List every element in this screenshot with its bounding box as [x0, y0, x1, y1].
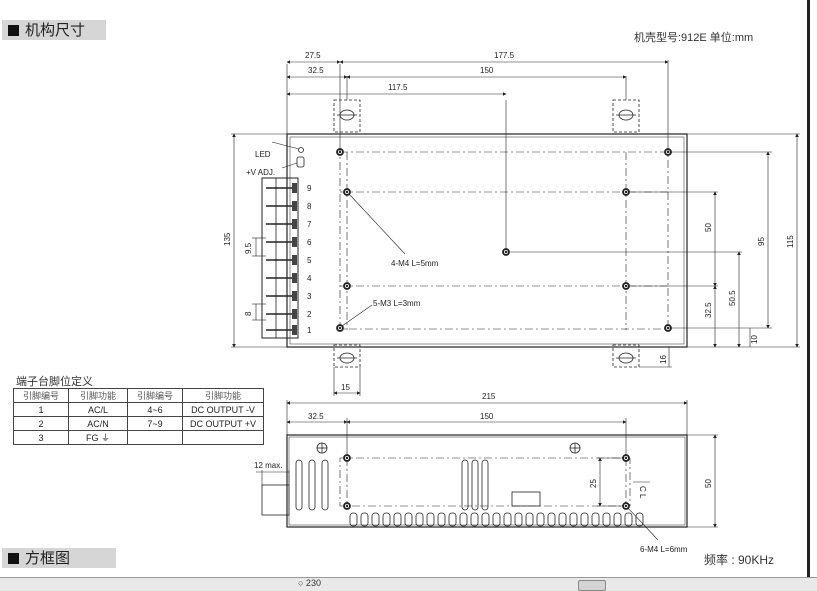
- dim-8: 8: [244, 311, 253, 316]
- scrollbar-thumb[interactable]: [578, 580, 606, 591]
- terminal-number: 5: [307, 256, 312, 265]
- terminal-number: 9: [307, 184, 312, 193]
- dim-25: 25: [589, 479, 598, 488]
- section-square-icon: [8, 553, 19, 564]
- dim-177-5: 177.5: [494, 51, 515, 60]
- side-view: [256, 400, 718, 541]
- dim-32-5-side: 32.5: [308, 412, 324, 421]
- table-cell: 7~9: [127, 416, 183, 431]
- terminal-numbers: 9 8 7 6 5 4 3 2 1: [307, 184, 312, 335]
- dim-50-5: 50.5: [728, 290, 737, 306]
- terminal-number: 4: [307, 274, 312, 283]
- dim-12-max: 12 max.: [254, 461, 282, 470]
- case-model-label: 机壳型号:912E 单位:mm: [634, 32, 754, 44]
- table-header: 引脚功能: [68, 388, 128, 403]
- dim-150: 150: [480, 66, 494, 75]
- terminal-number: 8: [307, 202, 312, 211]
- terminal-number: 2: [307, 310, 312, 319]
- table-row: 2 AC/N 7~9 DC OUTPUT +V: [13, 416, 264, 431]
- centerline-label: C L: [638, 486, 647, 499]
- mount-tab-bottom-right: [612, 344, 640, 368]
- dim-15: 15: [341, 383, 350, 392]
- section-title-block-diagram: 方框图: [25, 549, 71, 567]
- pin-table-caption: 端子台脚位定义: [16, 375, 93, 388]
- dim-9-5: 9.5: [244, 242, 253, 254]
- dim-117-5: 117.5: [388, 83, 408, 92]
- table-cell: 1: [13, 402, 69, 417]
- table-cell: [182, 430, 264, 445]
- horizontal-scrollbar[interactable]: [0, 577, 817, 591]
- led-indicator: [298, 147, 304, 153]
- table-header: 引脚编号: [13, 388, 69, 403]
- pin-definition-table: 引脚编号 引脚功能 引脚编号 引脚功能 1 AC/L 4~6 DC OUTPUT…: [13, 388, 264, 445]
- bottom-vent-row: [349, 512, 644, 527]
- dim-95: 95: [757, 237, 766, 246]
- dim-10: 10: [750, 335, 759, 344]
- partial-text-cutoff: ○ 230: [298, 578, 321, 588]
- dim-135: 135: [223, 232, 232, 246]
- section-header-mechanical: 机构尺寸: [2, 20, 106, 40]
- table-cell: FG ⏚: [68, 430, 128, 445]
- terminal-block: [261, 177, 299, 339]
- terminal-number: 1: [307, 326, 312, 335]
- vadj-label: +V ADJ.: [246, 168, 275, 177]
- table-header: 引脚编号: [127, 388, 183, 403]
- table-row: 3 FG ⏚: [13, 430, 264, 445]
- table-cell: DC OUTPUT -V: [182, 402, 264, 417]
- mount-tab-bottom-left: [333, 344, 361, 368]
- dim-150-side: 150: [480, 412, 494, 421]
- top-view: [231, 60, 800, 396]
- dim-32-5-right: 32.5: [704, 302, 713, 318]
- table-cell: AC/L: [68, 402, 128, 417]
- terminal-number: 7: [307, 220, 312, 229]
- dim-32-5: 32.5: [308, 66, 324, 75]
- table-header: 引脚功能: [182, 388, 264, 403]
- table-cell: 4~6: [127, 402, 183, 417]
- dim-27-5: 27.5: [305, 51, 321, 60]
- dim-50: 50: [704, 223, 713, 232]
- terminal-number: 3: [307, 292, 312, 301]
- dim-115: 115: [786, 235, 795, 248]
- table-cell: DC OUTPUT +V: [182, 416, 264, 431]
- top-view-body: [286, 133, 688, 348]
- frequency-label: 频率 : 90KHz: [704, 553, 775, 567]
- section-header-block-diagram: 方框图: [2, 548, 116, 568]
- section-title-mechanical: 机构尺寸: [25, 21, 86, 39]
- page-border-right: [807, 0, 810, 578]
- mount-tab-top-right: [612, 99, 640, 133]
- table-cell: AC/N: [68, 416, 128, 431]
- note-m4-screws: 4-M4 L=5mm: [391, 259, 439, 268]
- voltage-adjust-pot: [296, 156, 305, 168]
- mount-tab-top-left: [333, 99, 361, 133]
- dim-215: 215: [482, 392, 496, 401]
- terminal-side-profile: [261, 484, 290, 516]
- table-cell: [127, 430, 183, 445]
- table-cell: 2: [13, 416, 69, 431]
- note-m3-screws: 5-M3 L=3mm: [373, 299, 421, 308]
- terminal-number: 6: [307, 238, 312, 247]
- note-m4-side: 6-M4 L=6mm: [640, 545, 688, 554]
- table-cell: 3: [13, 430, 69, 445]
- dim-50-side: 50: [704, 479, 713, 488]
- side-view-body: [286, 434, 688, 528]
- table-header-row: 引脚编号 引脚功能 引脚编号 引脚功能: [13, 388, 264, 403]
- table-row: 1 AC/L 4~6 DC OUTPUT -V: [13, 402, 264, 417]
- dim-16: 16: [659, 355, 668, 364]
- led-label: LED: [255, 150, 271, 159]
- section-square-icon: [8, 25, 19, 36]
